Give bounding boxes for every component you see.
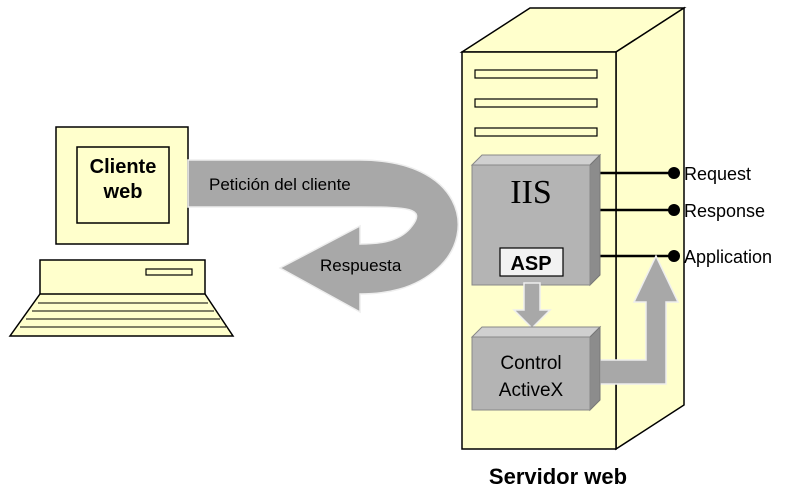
request-label: Petición del cliente bbox=[209, 175, 351, 194]
object-label-request: Request bbox=[684, 164, 751, 184]
asp-box bbox=[499, 247, 564, 277]
application-dot bbox=[668, 250, 680, 262]
control-label-line2: ActiveX bbox=[499, 380, 564, 401]
request-response-arrow: Petición del cliente Respuesta bbox=[187, 159, 459, 314]
asp-to-control-arrow bbox=[512, 282, 552, 330]
control-label-line1: Control bbox=[500, 353, 561, 374]
keyboard bbox=[8, 293, 235, 337]
client-computer: Cliente web bbox=[8, 126, 235, 337]
activex-to-application-arrow bbox=[599, 254, 680, 385]
client-label-line2: web bbox=[103, 181, 143, 203]
control-activex-box: Control ActiveX bbox=[470, 325, 602, 412]
object-label-application: Application bbox=[684, 247, 772, 267]
iis-box: IIS ASP bbox=[470, 153, 602, 287]
request-dot bbox=[668, 167, 680, 179]
drive-bay-2 bbox=[474, 98, 598, 108]
response-dot bbox=[668, 204, 680, 216]
object-connectors bbox=[600, 167, 680, 262]
client-label-line1: Cliente bbox=[90, 156, 157, 178]
monitor-screen bbox=[76, 146, 170, 224]
response-label: Respuesta bbox=[320, 256, 402, 275]
drive-bay-1 bbox=[474, 69, 598, 79]
server-caption: Servidor web bbox=[489, 464, 627, 489]
object-label-response: Response bbox=[684, 201, 765, 221]
iis-label: IIS bbox=[510, 174, 552, 211]
disk-drive-slot bbox=[145, 268, 193, 276]
drive-bay-3 bbox=[474, 127, 598, 137]
asp-label: ASP bbox=[510, 253, 551, 275]
